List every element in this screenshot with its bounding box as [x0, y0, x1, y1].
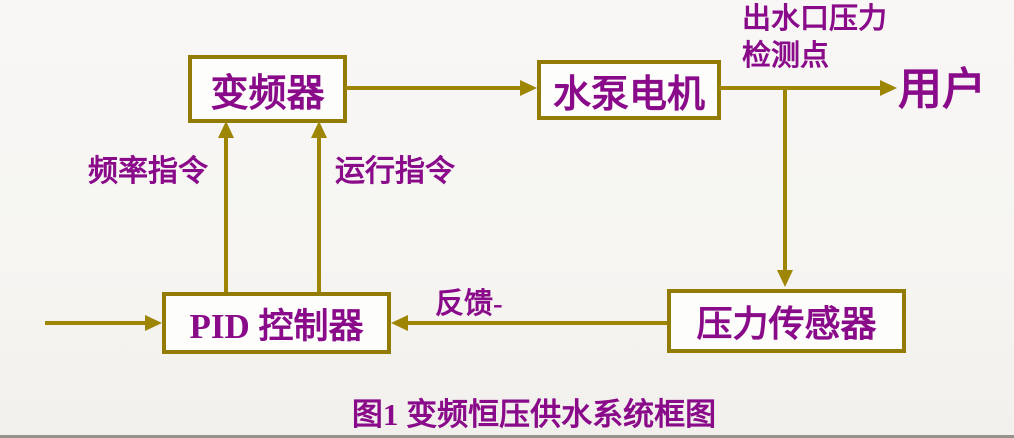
node-pid-controller-label: PID 控制器: [189, 306, 364, 346]
arrowhead-right-icon: [880, 80, 897, 96]
edge-outlet-to-sensor-line: [783, 88, 787, 272]
node-pressure-sensor-label: 压力传感器: [696, 304, 877, 344]
node-inverter: 变频器: [188, 55, 347, 123]
edge-sensor-to-pid-line: [404, 321, 667, 325]
photo-bottom-edge: [0, 435, 1014, 438]
arrowhead-up-icon: [311, 121, 327, 138]
edge-pid-to-inverter-run-line: [317, 136, 321, 292]
arrowhead-up-icon: [218, 121, 234, 138]
node-pressure-sensor: 压力传感器: [667, 289, 906, 353]
node-inverter-label: 变频器: [210, 72, 325, 115]
edge-pid-to-inverter-frequency-line: [224, 136, 228, 292]
edge-inverter-to-pump-line: [345, 86, 525, 90]
label-frequency-command: 频率指令: [88, 155, 208, 188]
node-pump-motor-label: 水泵电机: [552, 73, 705, 116]
arrowhead-right-icon: [520, 80, 537, 96]
edge-pump-to-user-line: [719, 86, 880, 90]
arrowhead-down-icon: [777, 270, 793, 287]
label-user: 用户: [898, 65, 986, 114]
diagram-caption: 图1 变频恒压供水系统框图: [351, 397, 717, 432]
label-outlet-pressure-detection-point: 出水口压力 检测点: [742, 3, 888, 72]
arrowhead-right-icon: [145, 315, 162, 331]
label-run-command: 运行指令: [335, 155, 455, 188]
edge-setpoint-to-pid-line: [45, 321, 147, 325]
node-pump-motor: 水泵电机: [537, 60, 721, 120]
arrowhead-left-icon: [391, 315, 408, 331]
label-feedback: 反馈-: [435, 288, 503, 320]
node-pid-controller: PID 控制器: [162, 292, 391, 354]
